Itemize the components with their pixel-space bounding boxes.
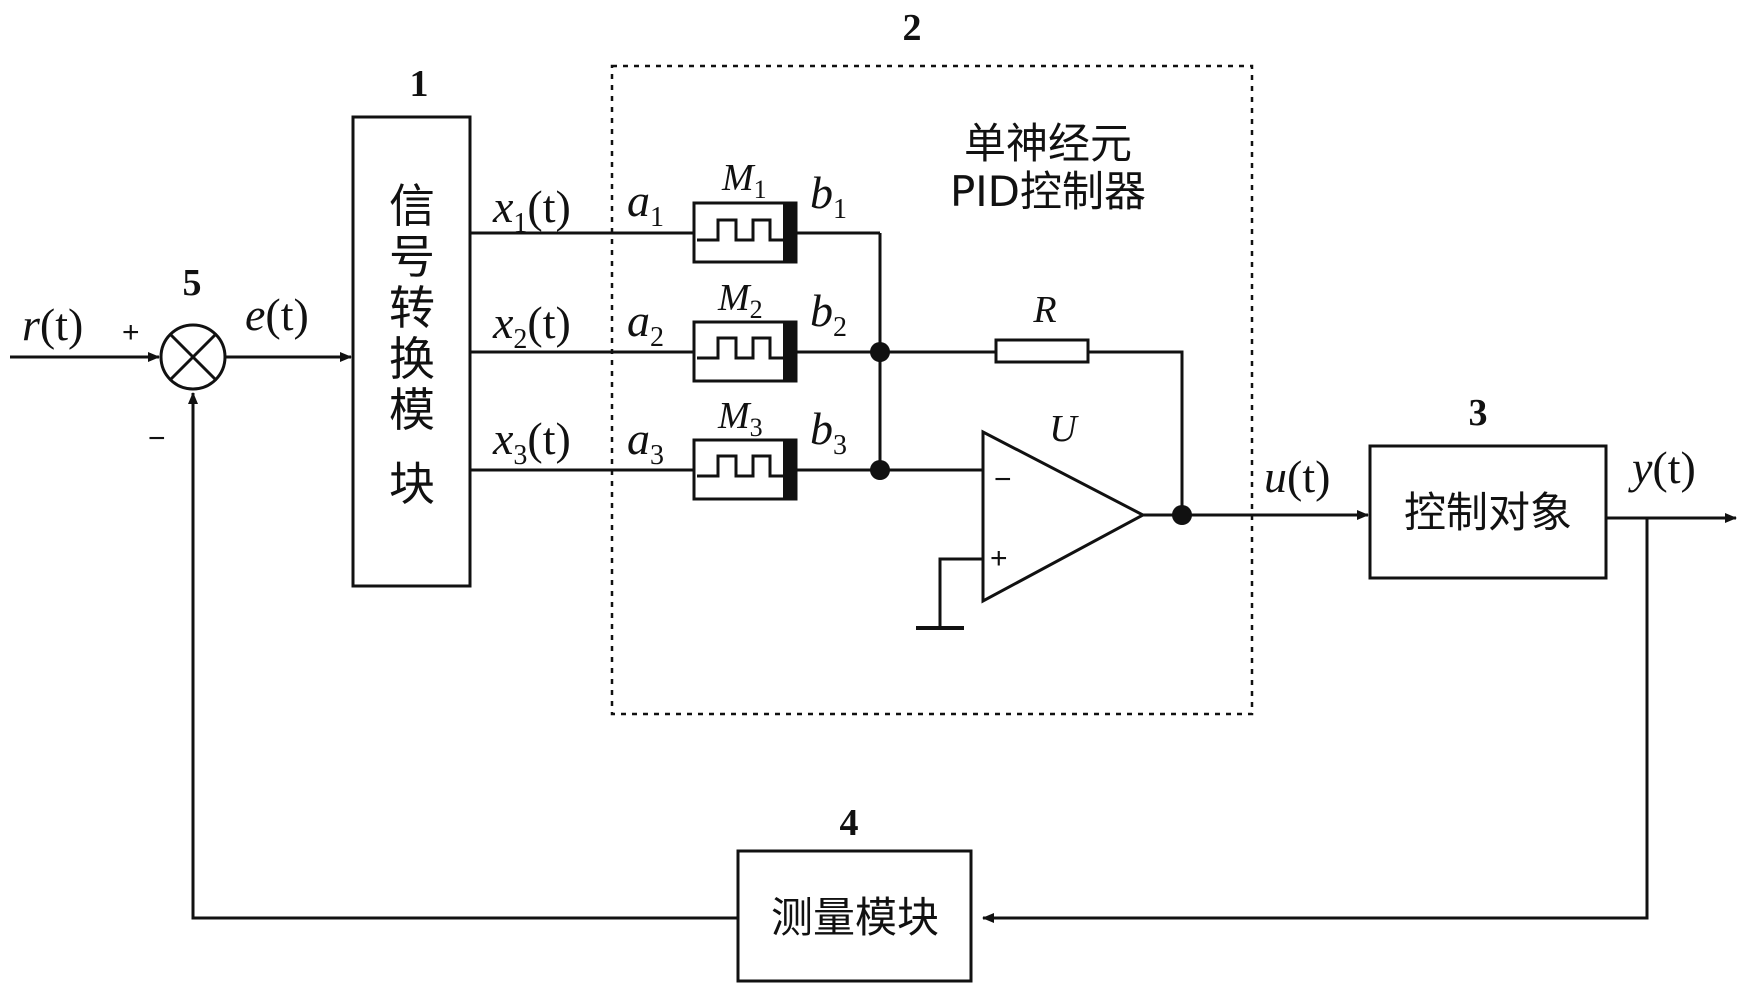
memristor-m2 — [694, 322, 796, 381]
sum-minus-sign: − — [148, 422, 166, 455]
pid-controller-boundary — [612, 66, 1252, 714]
memristor-m2-label: M2 — [717, 277, 763, 324]
signal-x2-label: x2(t) — [492, 297, 571, 355]
op-amp-u-label: U — [1049, 408, 1079, 450]
signal-u-label: u(t) — [1264, 451, 1330, 502]
signal-x1-label: x1(t) — [492, 181, 571, 239]
node-b3-label: b3 — [810, 403, 847, 461]
block-number-5: 5 — [183, 262, 202, 304]
control-object-label: 控制对象 — [1404, 488, 1572, 537]
wire-ground — [940, 559, 983, 628]
svg-text:模: 模 — [389, 383, 435, 437]
block-number-2: 2 — [903, 7, 922, 49]
summing-junction — [161, 325, 225, 389]
sum-plus-sign: + — [122, 316, 140, 349]
resistor-r — [996, 340, 1088, 362]
op-amp-noninverting-sign: + — [990, 542, 1008, 575]
memristor-m1 — [694, 203, 796, 262]
block-number-1: 1 — [410, 63, 429, 105]
memristor-m3-label: M3 — [717, 395, 763, 442]
svg-text:块: 块 — [389, 457, 435, 511]
block-number-4: 4 — [840, 802, 859, 844]
svg-text:转: 转 — [389, 281, 435, 335]
signal-y-label: y(t) — [1628, 442, 1696, 493]
node-a3-label: a3 — [627, 413, 664, 471]
pid-controller-title: 单神经元 PID控制器 — [950, 119, 1146, 216]
op-amp-inverting-sign: − — [994, 463, 1012, 496]
node-a1-label: a1 — [627, 175, 664, 233]
pid-title-line2: PID控制器 — [950, 167, 1146, 216]
measurement-label: 测量模块 — [771, 893, 939, 942]
node-b2-label: b2 — [810, 285, 847, 343]
memristor-m1-label: M1 — [721, 157, 767, 204]
signal-e-label: e(t) — [245, 289, 309, 340]
svg-text:号: 号 — [389, 230, 435, 284]
memristor-m3 — [694, 440, 796, 499]
signal-converter-label: 信 号 转 换 模 块 — [389, 179, 435, 511]
pid-title-line1: 单神经元 — [964, 119, 1132, 168]
signal-x3-label: x3(t) — [492, 413, 571, 471]
resistor-r-label: R — [1032, 289, 1056, 331]
wire-feedback-path — [1088, 352, 1182, 515]
svg-text:换: 换 — [389, 332, 435, 386]
block-number-3: 3 — [1469, 392, 1488, 434]
signal-r-label: r(t) — [22, 299, 83, 350]
node-b1-label: b1 — [810, 167, 847, 225]
node-a2-label: a2 — [627, 295, 664, 353]
svg-text:信: 信 — [389, 179, 435, 233]
op-amp-u — [983, 432, 1143, 601]
